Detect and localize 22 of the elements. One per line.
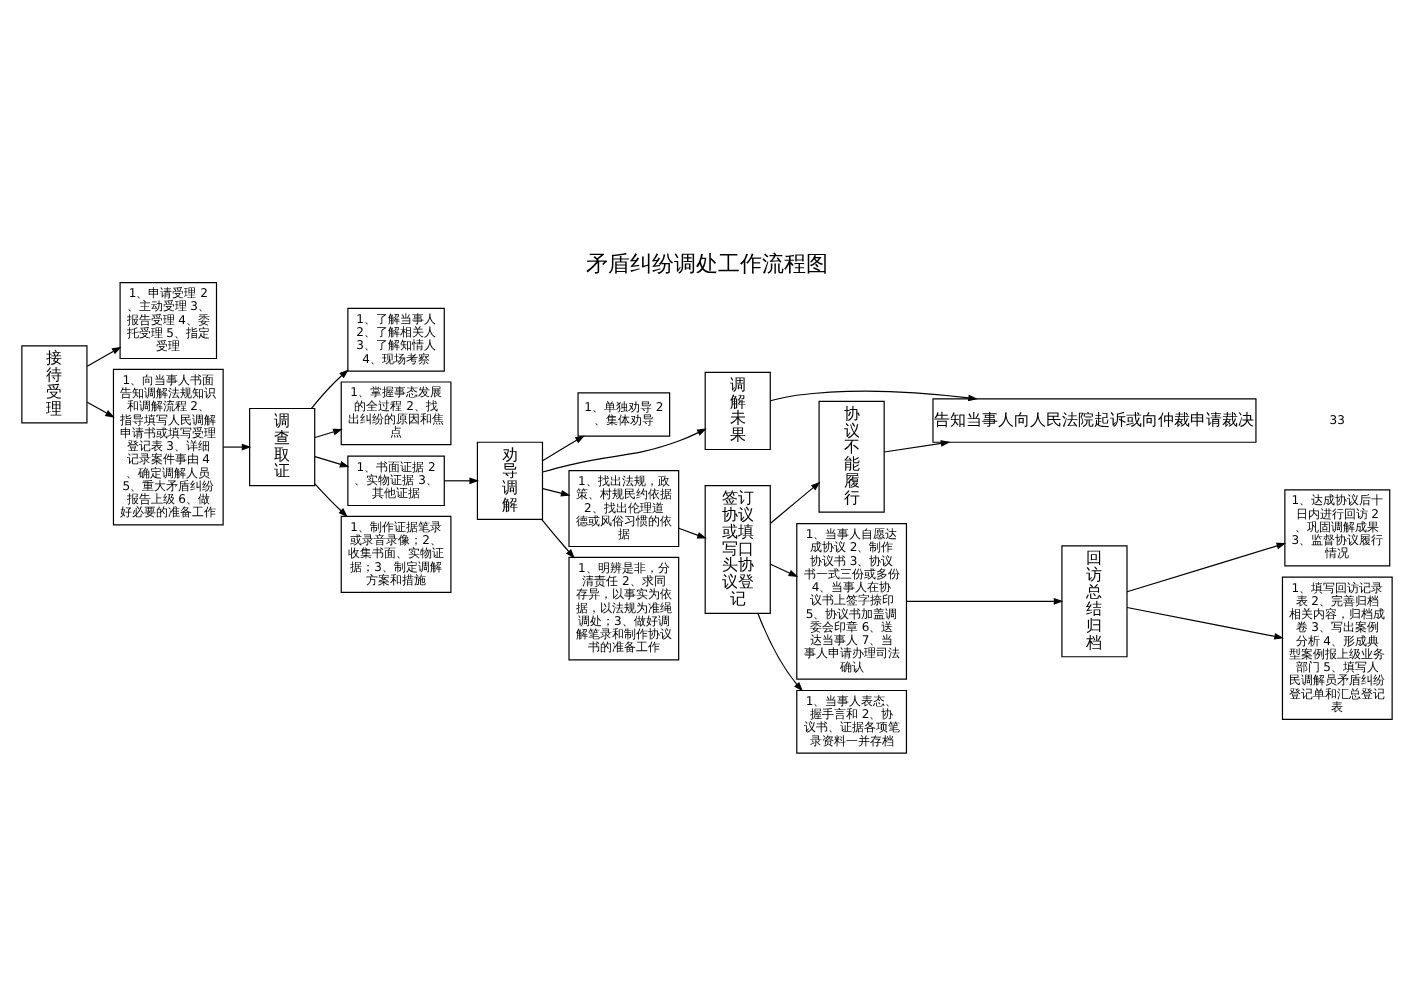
arrow [1126, 541, 1287, 592]
arrow [314, 482, 348, 517]
arrow [86, 345, 122, 366]
arrow [541, 434, 585, 461]
arrow [314, 427, 343, 438]
arrow [310, 368, 349, 408]
arrow [314, 455, 350, 467]
arrow [443, 476, 480, 484]
arrow [769, 562, 799, 577]
arrow [1126, 605, 1284, 639]
arrow [542, 487, 571, 496]
arrow [769, 480, 821, 523]
arrow [541, 518, 575, 558]
arrow [678, 526, 707, 538]
arrow [222, 442, 252, 450]
arrow [906, 596, 1064, 604]
diagram-title: 矛盾纠纷调处工作流程图 [586, 250, 828, 276]
arrow [542, 427, 707, 472]
arrow [883, 439, 951, 452]
arrow [769, 389, 978, 401]
arrow [86, 400, 115, 417]
arrow [757, 612, 804, 691]
